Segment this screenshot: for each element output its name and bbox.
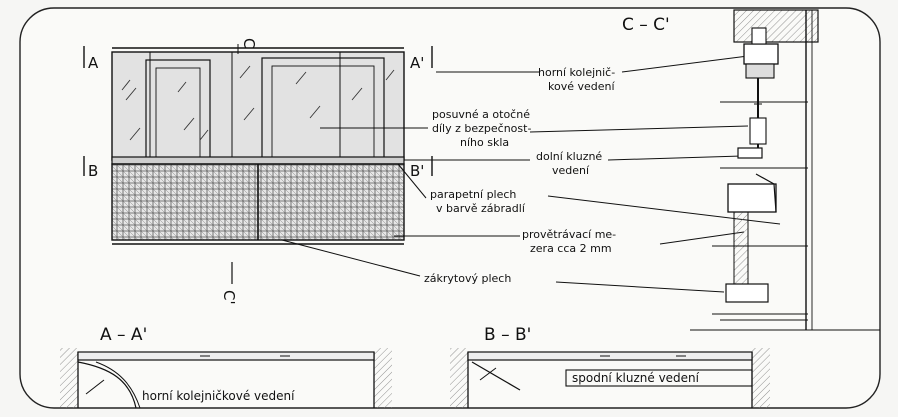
glass-panel-area [111,51,405,161]
section-mark-b-right: B' [410,162,424,180]
label-horni-kolej-2: kové vedení [548,80,615,93]
section-b-detail [450,348,770,408]
label-posuvne-1: posuvné a otočné [432,108,530,121]
section-title-a: A – A' [100,325,147,345]
section-c-detail [690,9,880,331]
label-parapet-1: parapetní plech [430,188,516,201]
section-title-c: C – C' [622,15,670,35]
section-mark-c-top: C [240,38,258,48]
section-title-b: B – B' [484,325,531,345]
label-provetr-2: zera cca 2 mm [530,242,612,255]
section-mark-a-right: A' [410,54,424,72]
elevation-view [83,44,540,284]
section-c-leaders [529,55,781,293]
section-mark-c-bottom: C' [220,290,238,305]
section-a-detail [60,348,392,409]
label-horni-kolej-1: horní kolejnič- [538,66,615,79]
section-mark-b-left: B [88,162,98,180]
label-aa-note: horní kolejničkové vedení [142,389,295,403]
label-posuvne-3: ního skla [460,136,509,149]
section-mark-a-left: A [88,54,99,72]
label-posuvne-2: díly z bezpečnost- [432,122,531,135]
label-zakryt: zákrytový plech [424,272,511,285]
label-bb-note: spodní kluzné vedení [572,371,700,385]
label-dolni-1: dolní kluzné [536,150,602,163]
label-parapet-2: v barvě zábradlí [436,202,526,215]
label-provetr-1: provětrávací me- [522,228,616,241]
label-dolni-2: vedení [552,164,590,177]
